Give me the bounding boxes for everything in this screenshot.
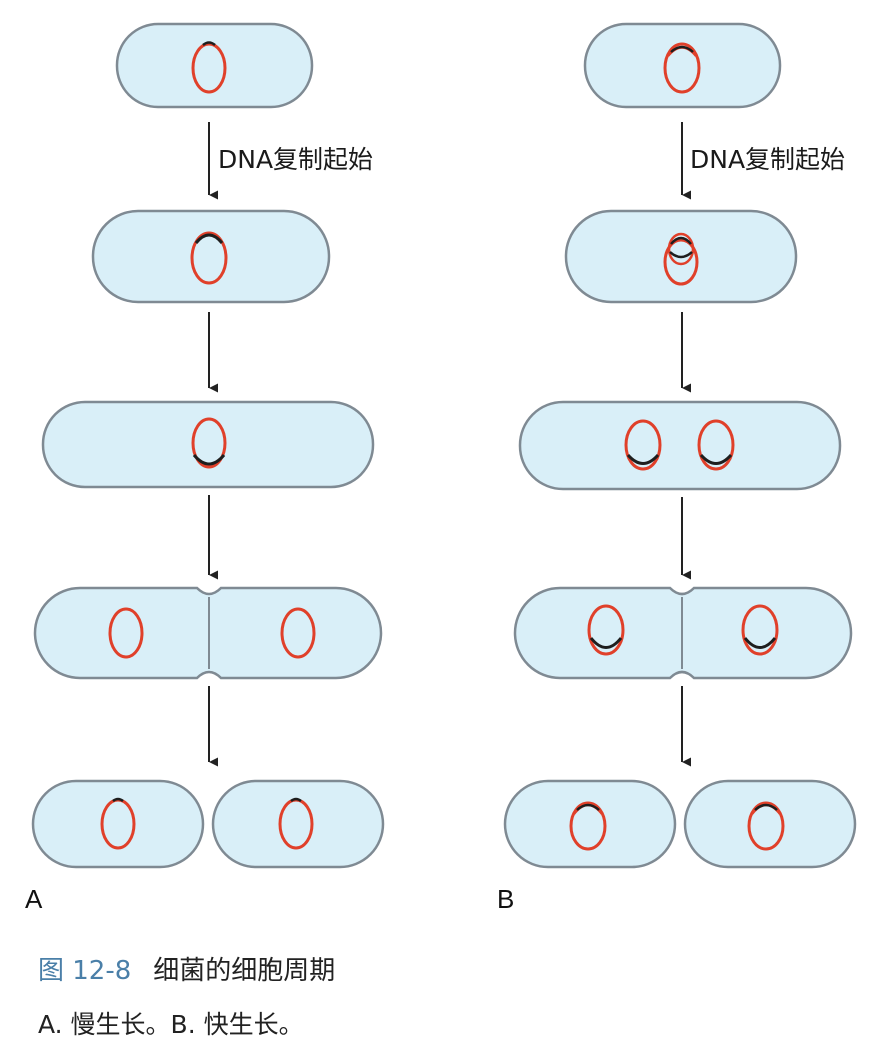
step-label-a: DNA复制起始 [218,145,374,174]
b-cell-5-left [503,779,677,869]
b-cell-5-right [683,779,857,869]
panel-b [503,22,857,869]
step-label-b: DNA复制起始 [690,145,846,174]
b-cell-4 [513,586,853,680]
panel-label-b: B [497,884,515,914]
figure-caption-subtitle: A. 慢生长。B. 快生长。 [38,1010,304,1039]
figure-title: 细菌的细胞周期 [153,956,336,986]
panel-label-a: A [25,884,43,914]
a-cell-3 [41,400,375,489]
figure-caption-title: 图 12-8 细菌的细胞周期 [38,950,335,987]
a-cell-4 [33,586,383,680]
a-cell-5-right [211,779,385,869]
figure-number: 图 12-8 [38,956,132,986]
panel-a [31,22,385,869]
a-cell-5-left [31,779,205,869]
a-cell-2 [91,209,331,304]
b-cell-1 [583,22,782,109]
a-cell-1 [115,22,314,109]
b-cell-2 [564,209,798,304]
b-cell-3 [518,400,842,491]
